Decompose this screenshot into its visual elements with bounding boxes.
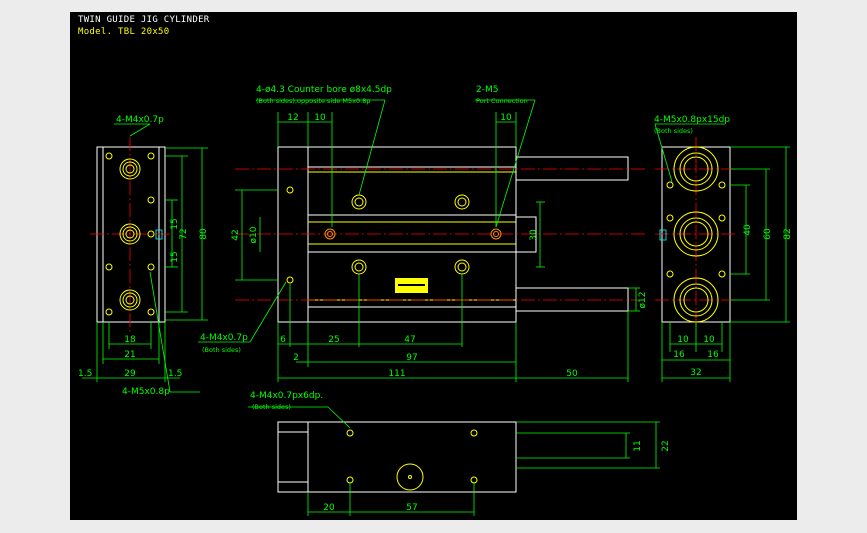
- dim-left-29: 29: [124, 369, 136, 379]
- dim-front-30: 30: [529, 229, 539, 241]
- dim-front-97: 97: [406, 353, 417, 363]
- dim-left-72: 72: [179, 228, 189, 239]
- dim-right-32: 32: [690, 368, 701, 378]
- dim-left-21: 21: [124, 350, 135, 360]
- dim-left-15b: 15: [170, 251, 180, 262]
- dim-left-18: 18: [124, 335, 136, 345]
- callout-right-top: 4-M5x0.8px15dp: [654, 115, 730, 125]
- callout-port-note: Port Connection: [476, 97, 528, 105]
- dim-right-82: 82: [783, 228, 793, 239]
- bottom-view: 11 22 20 57 4-M4x0.7px6dp. (Both sides): [248, 391, 671, 516]
- drawing-model: Model. TBL 20x50: [78, 27, 170, 37]
- dim-front-6: 6: [280, 335, 286, 345]
- technical-drawing: .wh{stroke:#ffffff;fill:none;stroke-widt…: [78, 85, 793, 516]
- dim-right-10b: 10: [703, 335, 715, 345]
- callout-left-top: 4-M4x0.7p: [116, 115, 164, 125]
- dim-left-1-5a: 1.5: [78, 369, 92, 379]
- front-view: 12 10 10 42 ø10 30 ø12 6 2 25 47 97 111 …: [198, 85, 648, 382]
- callout-counterbore-note: (Both sides),opposite side M5x0.8p: [256, 97, 370, 105]
- dim-front-50: 50: [566, 369, 578, 379]
- dim-left-15a: 15: [170, 218, 180, 229]
- dim-front-12: 12: [287, 113, 298, 123]
- dim-front-10a: 10: [314, 113, 326, 123]
- dim-right-60: 60: [763, 228, 773, 240]
- callout-counterbore: 4-ø4.3 Counter bore ø8x4.5dp: [256, 85, 392, 95]
- dim-front-25: 25: [328, 335, 339, 345]
- dim-front-2: 2: [293, 353, 299, 363]
- cad-viewport[interactable]: TWIN GUIDE JIG CYLINDER Model. TBL 20x50…: [70, 12, 797, 520]
- dim-front-111: 111: [388, 369, 405, 379]
- callout-port: 2-M5: [476, 85, 498, 95]
- callout-bottom-thread-note: (Both sides): [252, 403, 291, 411]
- dim-left-1-5b: 1.5: [168, 369, 182, 379]
- callout-right-top-note: (Both sides): [654, 127, 693, 135]
- drawing-title: TWIN GUIDE JIG CYLINDER: [78, 15, 210, 25]
- dim-right-40: 40: [743, 224, 753, 236]
- dim-right-16b: 16: [707, 350, 719, 360]
- callout-left-bottom: 4-M5x0.8p: [122, 387, 170, 397]
- dim-front-phi12: ø12: [638, 292, 648, 309]
- callout-side-thread-note: (Both sides): [202, 346, 241, 354]
- dim-bottom-11: 11: [633, 440, 643, 451]
- dim-front-10b: 10: [500, 113, 512, 123]
- dim-front-42: 42: [231, 229, 241, 240]
- dim-left-80: 80: [199, 228, 209, 240]
- dim-front-phi10: ø10: [249, 226, 259, 243]
- dim-right-10a: 10: [677, 335, 689, 345]
- right-view: 40 60 82 10 10 16 16 32 4-M5x0.8px15dp (…: [654, 115, 793, 382]
- dim-bottom-22: 22: [661, 440, 671, 451]
- dim-bottom-57: 57: [406, 503, 417, 513]
- callout-bottom-thread: 4-M4x0.7px6dp.: [250, 391, 323, 401]
- dim-bottom-20: 20: [323, 503, 335, 513]
- dim-front-47: 47: [404, 335, 415, 345]
- dim-right-16a: 16: [673, 350, 685, 360]
- callout-side-thread: 4-M4x0.7p: [200, 333, 248, 343]
- left-view: 15 15 72 80 18 21 29 1.5 1.5 4-M4x0.7p 4…: [78, 115, 209, 397]
